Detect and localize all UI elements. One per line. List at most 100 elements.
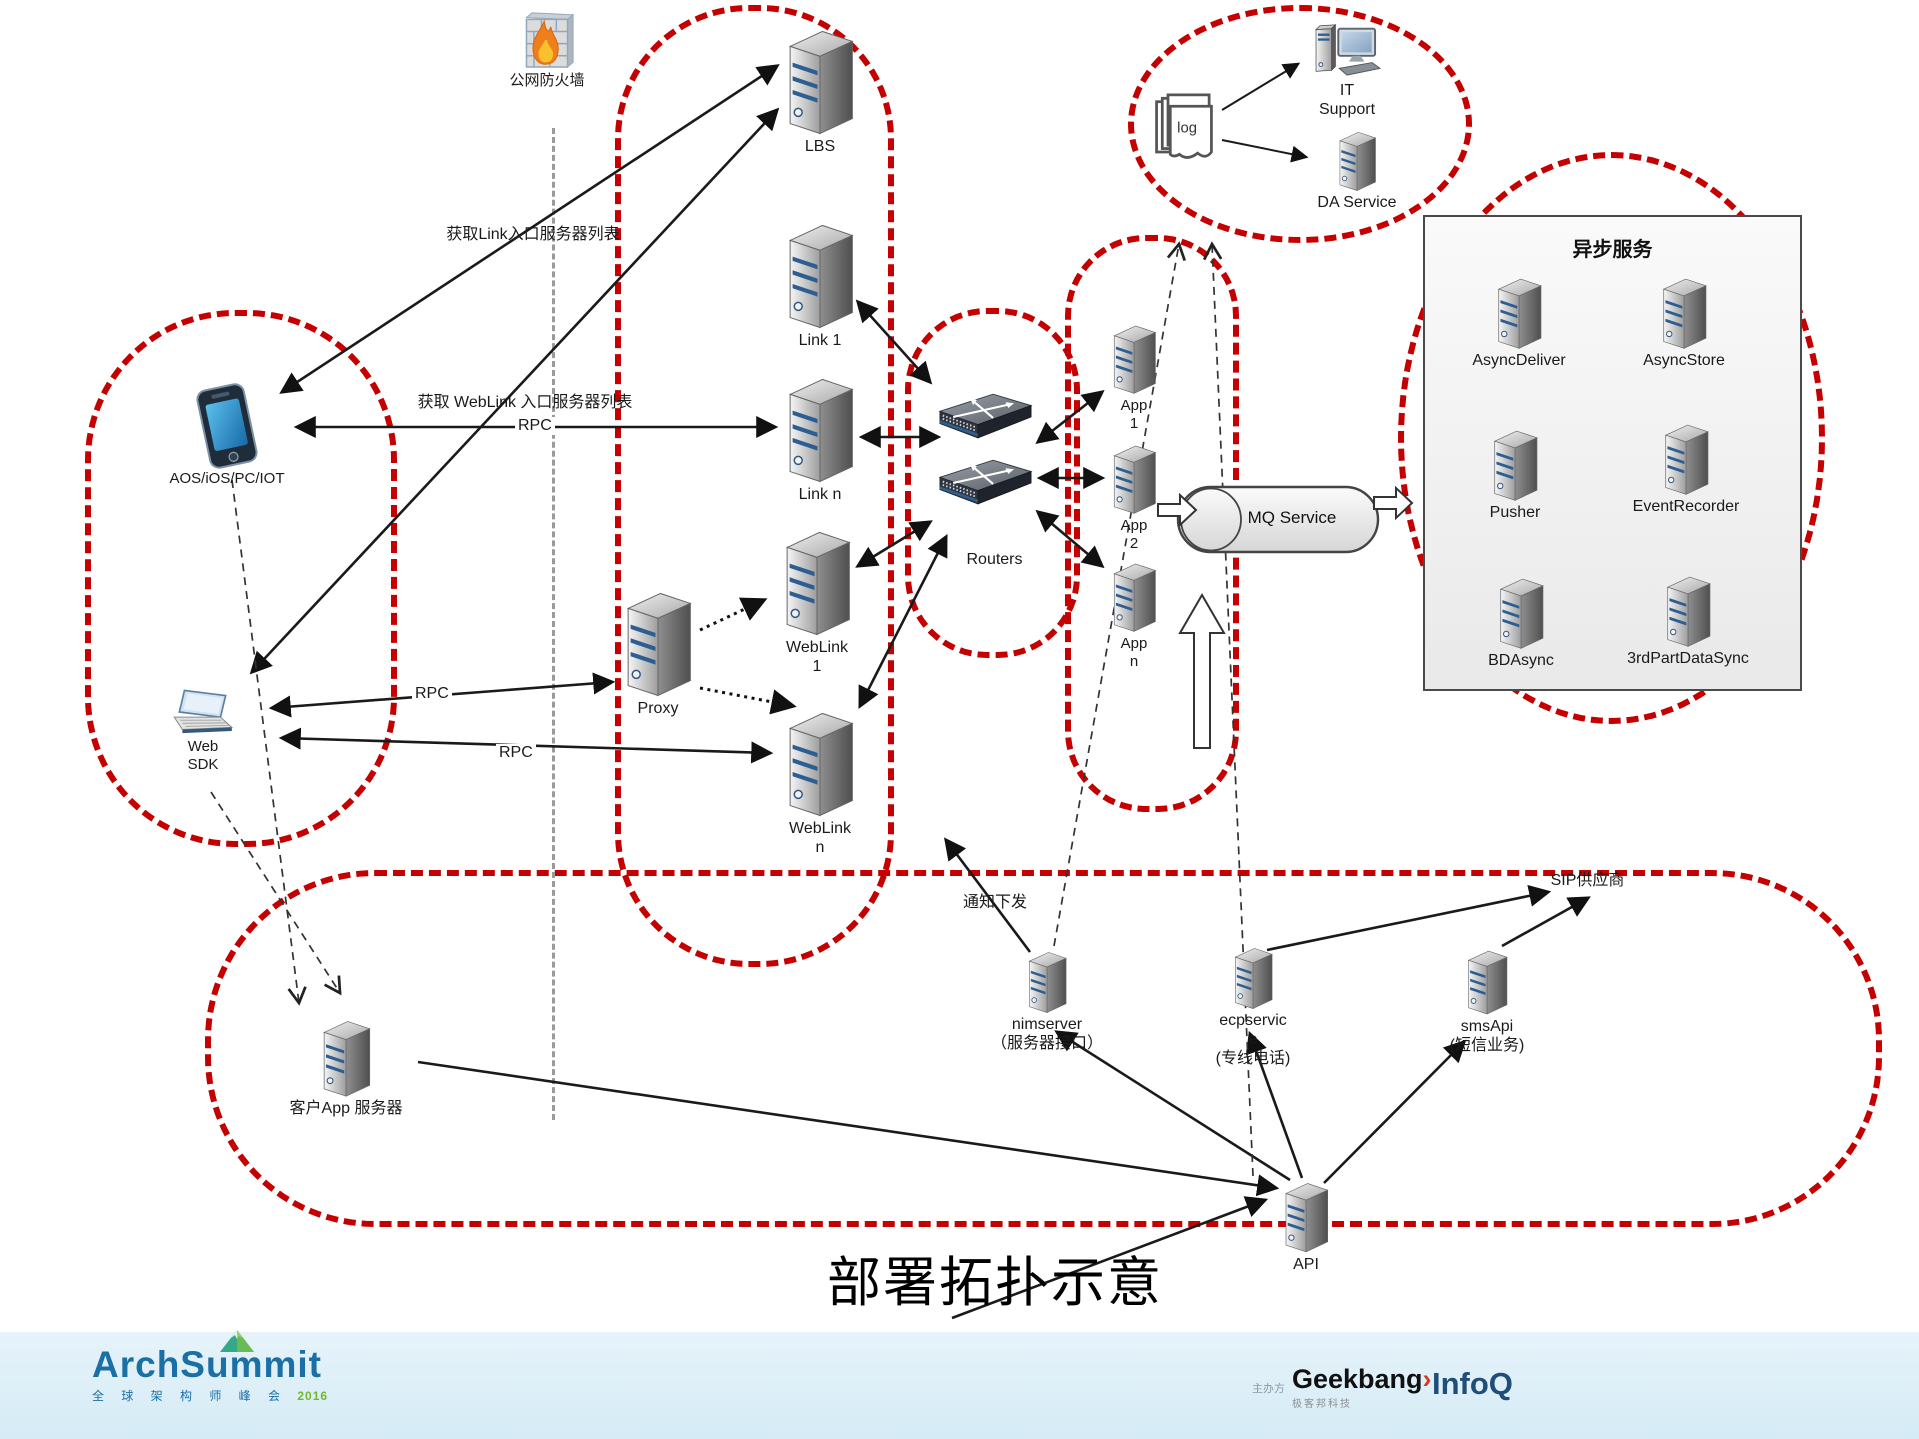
edge-label-get-link-list: 获取Link入口服务器列表 (446, 226, 620, 243)
app2-label: App 2 (1120, 517, 1148, 552)
edge-label-rpc-web-weblink: RPC (496, 744, 536, 762)
server-icon (1231, 944, 1275, 1010)
svg-text:log: log (1177, 121, 1197, 137)
async-group-outline (1398, 152, 1825, 724)
page-title: 部署拓扑示意 (827, 1253, 1163, 1313)
log-icon: log (1152, 92, 1216, 164)
server-3rdpartdatasync: 3rdPartDataSync (1613, 572, 1763, 669)
host-label: 主办方 (1252, 1383, 1285, 1395)
log-node: log (1152, 92, 1216, 169)
server-pusher: Pusher (1445, 426, 1585, 523)
network-boundary-line (552, 128, 555, 1120)
da-service: DA Service (1302, 128, 1412, 213)
server-icon (1109, 441, 1159, 515)
tagline-text: 全 球 架 构 师 峰 会 (92, 1389, 288, 1403)
server-icon (782, 218, 858, 330)
server-kehuapp: 客户App 服务器 (266, 1016, 426, 1119)
server-linkn: Link n (745, 372, 895, 505)
server-app1: App 1 (1094, 321, 1174, 432)
firewall-icon (519, 8, 575, 70)
infoq-logo: InfoQ (1432, 1366, 1513, 1401)
api-label: API (1293, 1256, 1319, 1273)
server-icon (1662, 572, 1714, 648)
server-icon (1109, 559, 1159, 633)
firewall: 公网防火墙 (487, 8, 607, 90)
proxy-label: Proxy (637, 700, 679, 717)
server-icon (1464, 946, 1510, 1016)
server-icon (1334, 128, 1380, 192)
asyncdeliver-label: AsyncDeliver (1472, 352, 1566, 369)
server-bdasync: BDAsync (1451, 574, 1591, 671)
server-asyncdeliver: AsyncDeliver (1449, 274, 1589, 371)
server-icon (1281, 1178, 1331, 1254)
edge-label-rpc-web-proxy: RPC (412, 685, 452, 703)
server-icon (1493, 274, 1545, 350)
server-icon (1660, 420, 1712, 496)
bdasync-label: BDAsync (1488, 652, 1554, 669)
client-phone: AOS/iOS/PC/IOT (147, 384, 307, 488)
log-group-outline (1128, 5, 1472, 243)
routers-label: Routers (966, 551, 1023, 568)
archsummit-wordmark: ArchSummit (92, 1344, 322, 1385)
weblinkn-label: WebLink n (789, 820, 851, 856)
async-box-title: 异步服务 (1572, 239, 1653, 261)
linkn-label: Link n (798, 486, 842, 503)
edge-label-notify-push: 通知下发 (962, 894, 1027, 911)
async-services-box: 异步服务 (1423, 215, 1802, 691)
geekbang-subtext: 极客邦科技 (1292, 1399, 1352, 1410)
server-ecpservice: ecpservic e (专线电话) (1183, 944, 1323, 1069)
server-icon (620, 586, 696, 698)
router-icon (938, 458, 1033, 508)
server-icon (1025, 948, 1069, 1014)
link1-label: Link 1 (798, 332, 842, 349)
geekbang-logo: Geekbang› 极客邦科技 (1292, 1364, 1432, 1411)
archsummit-logo: ArchSummit 全 球 架 构 师 峰 会 2016 (92, 1330, 328, 1404)
asyncstore-label: AsyncStore (1643, 352, 1725, 369)
tagline-year: 2016 (297, 1389, 329, 1403)
it-support: IT Support (1292, 20, 1402, 120)
it-support-label: IT Support (1318, 82, 1376, 118)
websdk-label: Web SDK (187, 738, 219, 773)
laptop-icon (168, 688, 238, 736)
server-icon (782, 706, 858, 818)
client-websdk: Web SDK (143, 688, 263, 773)
mq-service-label: MQ Service (1247, 508, 1337, 527)
server-icon (782, 24, 858, 136)
server-weblink1: WebLink 1 (742, 525, 892, 677)
appn-label: App n (1120, 635, 1148, 670)
server-icon (1109, 321, 1159, 395)
server-lbs: LBS (745, 24, 895, 157)
server-proxy: Proxy (583, 586, 733, 719)
phone-icon (192, 379, 262, 472)
nimserver-label: nimserver （服务器接口） (990, 1016, 1103, 1052)
ecpservice-label: ecpservic e (专线电话) (1215, 1012, 1291, 1067)
server-asyncstore: AsyncStore (1614, 274, 1754, 371)
server-icon (1495, 574, 1547, 650)
server-nimserver: nimserver （服务器接口） (977, 948, 1117, 1054)
server-icon (1489, 426, 1541, 502)
edge-label-sip-provider: SIP供应商 (1550, 872, 1625, 889)
3rdpartdatasync-label: 3rdPartDataSync (1627, 650, 1749, 667)
da-service-label: DA Service (1317, 194, 1397, 211)
desktop-icon (1312, 20, 1382, 80)
server-api: API (1236, 1178, 1376, 1275)
server-appn: App n (1094, 559, 1174, 670)
router-icon (938, 392, 1033, 442)
archsummit-tagline: 全 球 架 构 师 峰 会 2016 (92, 1387, 328, 1404)
server-smsapi: smsApi (短信业务) (1417, 946, 1557, 1056)
app1-label: App 1 (1120, 397, 1148, 432)
server-icon (779, 525, 855, 637)
lbs-label: LBS (804, 138, 836, 155)
server-weblinkn: WebLink n (745, 706, 895, 858)
server-app2: App 2 (1094, 441, 1174, 552)
geekbang-arrow: › (1422, 1364, 1432, 1394)
edge-label-get-weblink-list: 获取 WebLink 入口服务器列表 (417, 394, 633, 411)
server-icon (782, 372, 858, 484)
phone-label: AOS/iOS/PC/IOT (169, 470, 285, 487)
server-icon (318, 1016, 374, 1098)
eventrecorder-label: EventRecorder (1632, 498, 1740, 515)
geekbang-text: Geekbang (1292, 1364, 1423, 1394)
edge-label-rpc-phone-link: RPC (515, 417, 555, 435)
kehuapp-label: 客户App 服务器 (289, 1100, 403, 1117)
